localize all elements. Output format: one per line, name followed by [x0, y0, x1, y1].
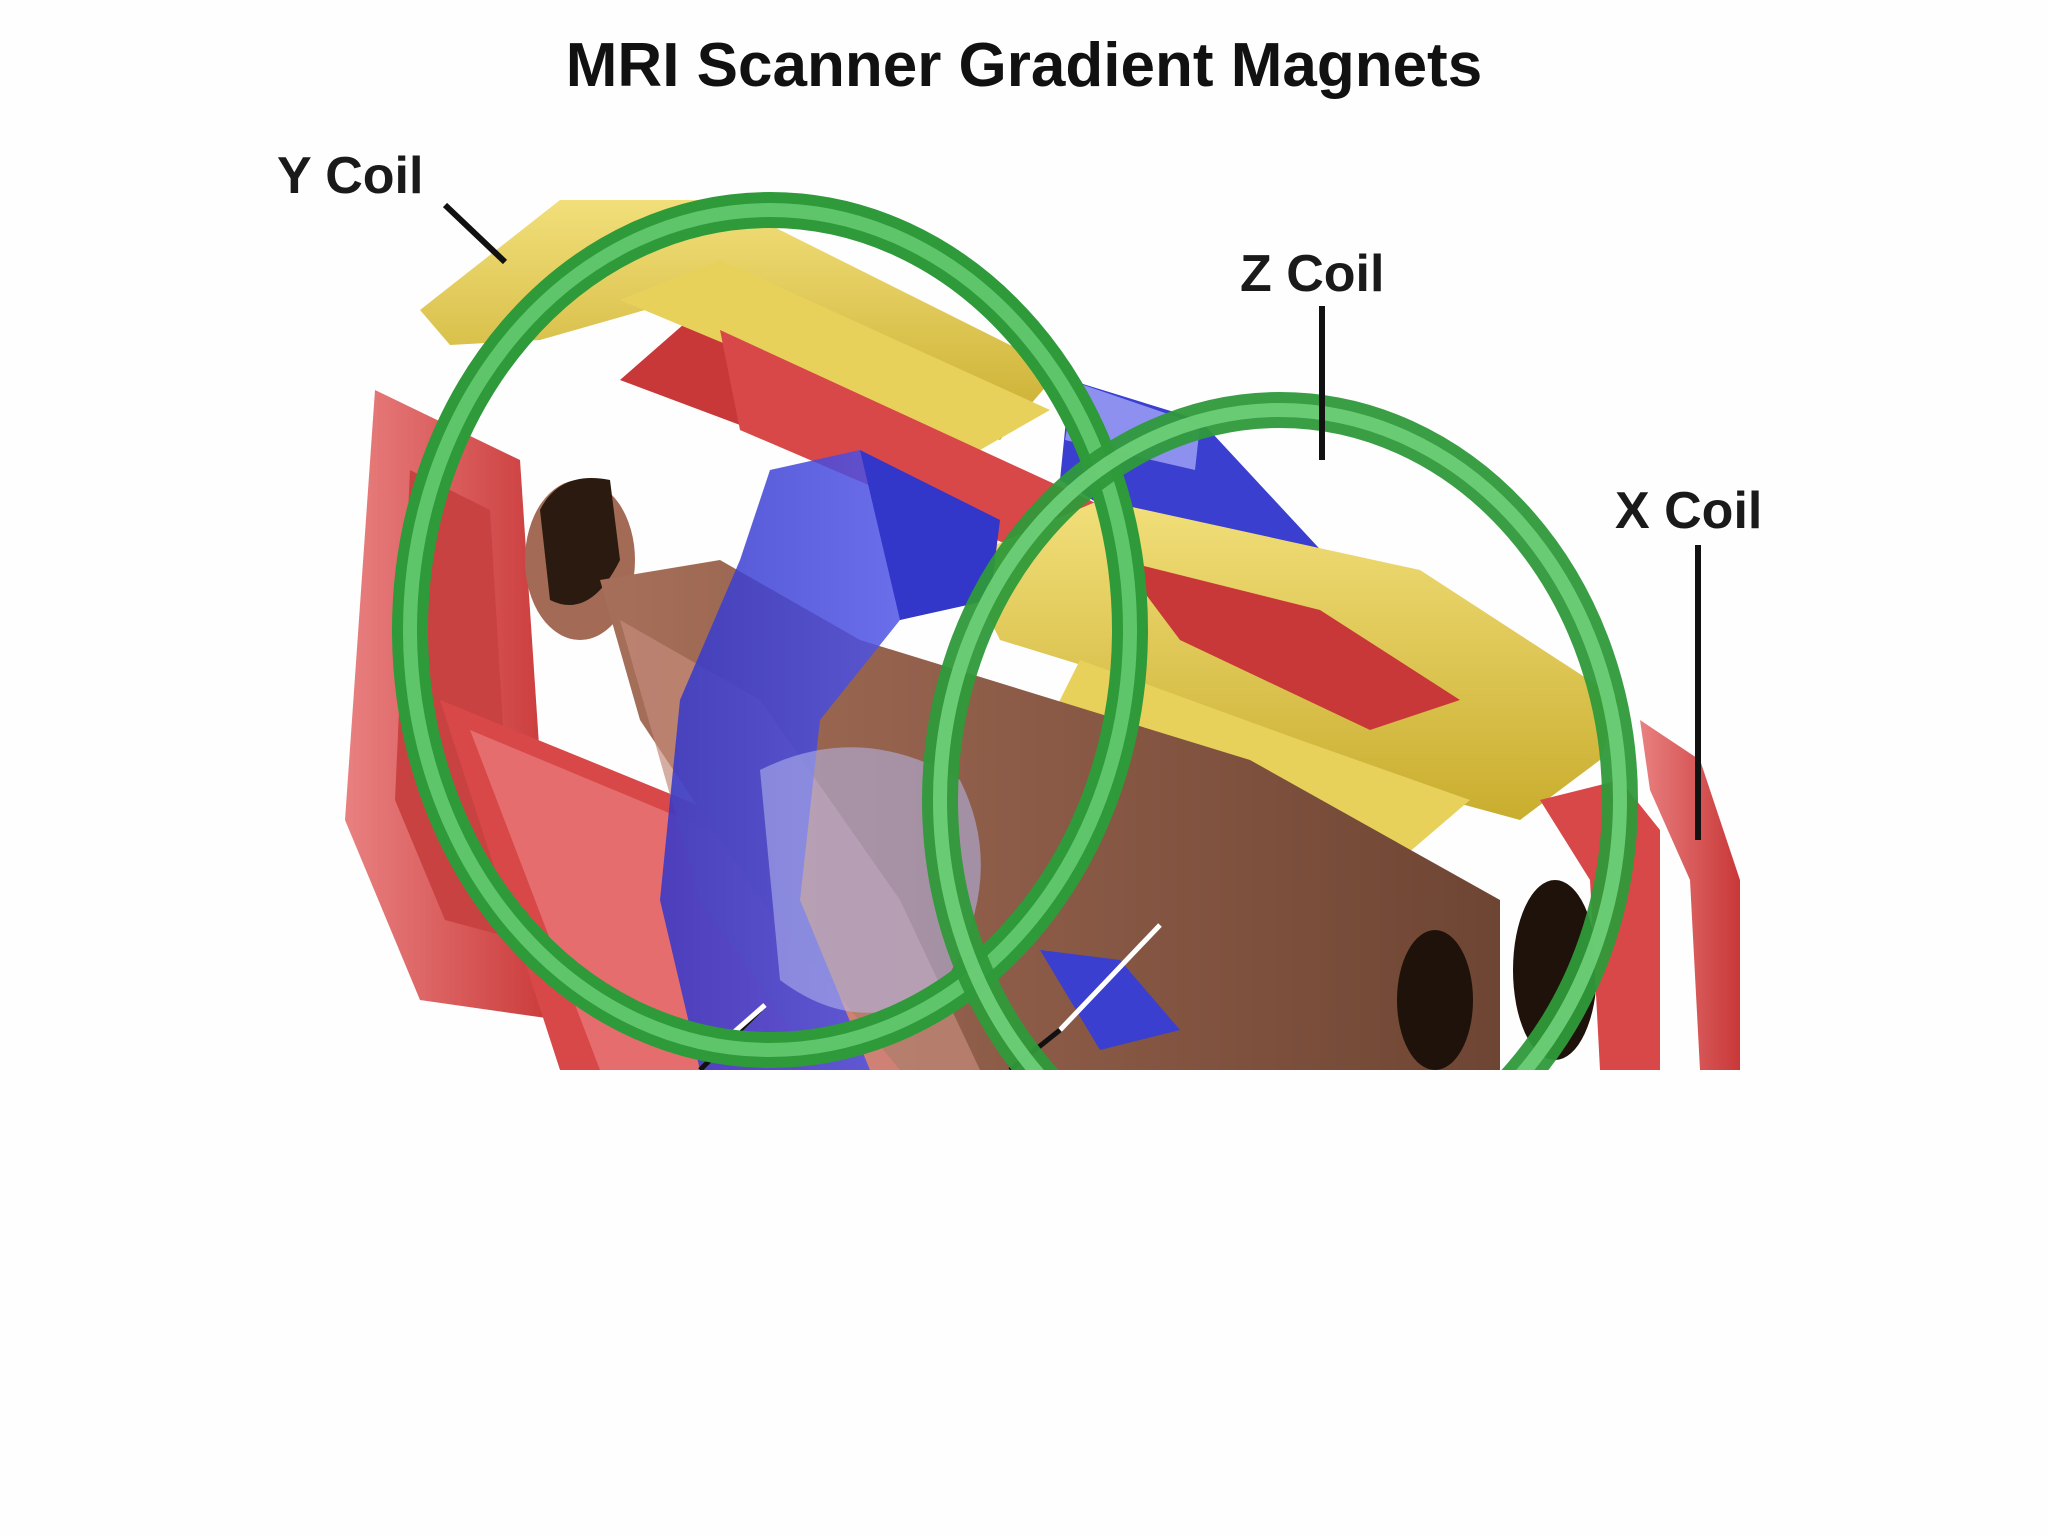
y-coil-label: Y Coil: [277, 147, 424, 205]
diagram-title: MRI Scanner Gradient Magnets: [565, 31, 1483, 100]
blank-area: [0, 1070, 2048, 1536]
z-coil-rings: [392, 192, 1638, 1070]
label-leader-lines: [442, 202, 1701, 840]
x-coil-label: X Coil: [1615, 482, 1763, 540]
z-coil-label: Z Coil: [1240, 245, 1385, 303]
